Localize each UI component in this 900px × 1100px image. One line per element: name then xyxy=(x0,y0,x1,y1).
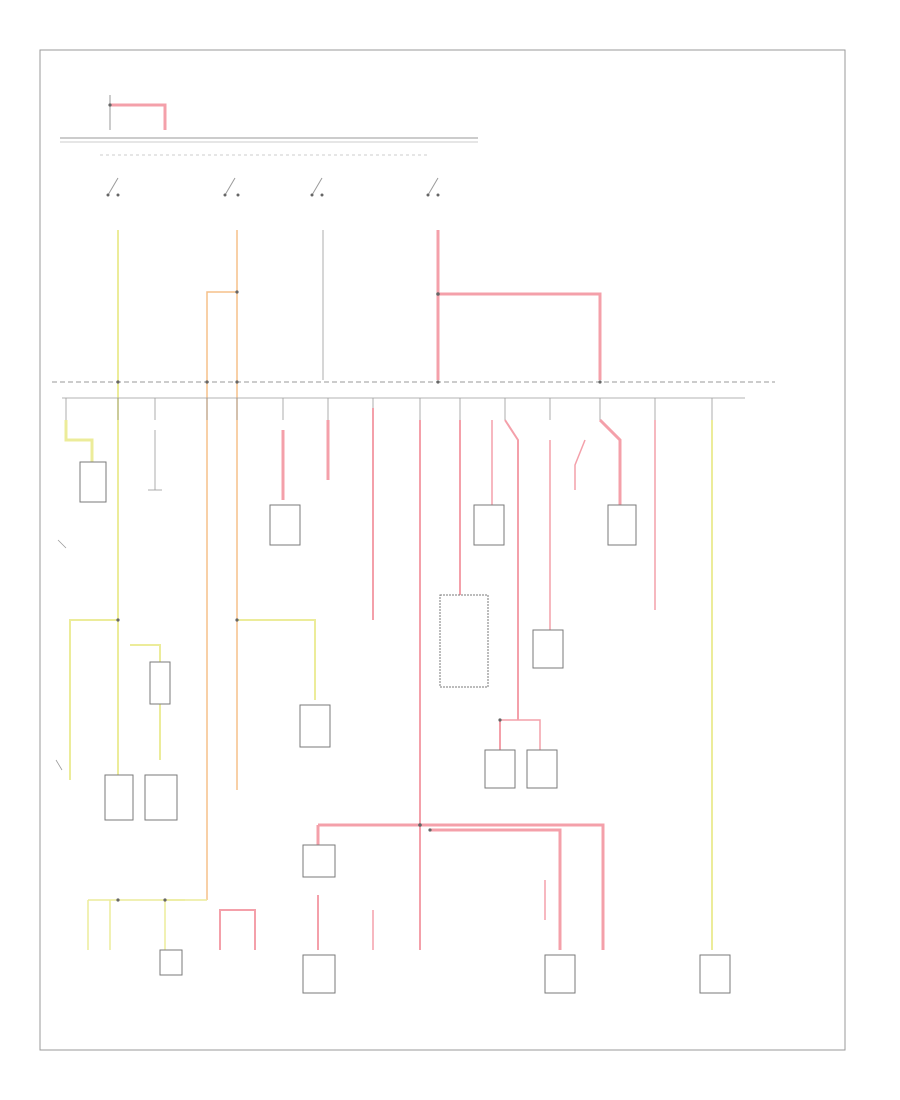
component-box-10 xyxy=(526,749,558,789)
switch-contact-1 xyxy=(106,177,120,197)
component-box-5 xyxy=(439,594,489,688)
component-box-14 xyxy=(159,949,183,976)
component-box-4 xyxy=(607,504,637,546)
component-box-12 xyxy=(144,774,178,821)
switch-contact-4 xyxy=(426,177,440,197)
component-box-9 xyxy=(484,749,516,789)
component-box-7 xyxy=(149,661,171,705)
ignition-switch-group xyxy=(60,95,478,156)
component-box-16 xyxy=(544,954,576,994)
pink-circuits xyxy=(219,408,656,950)
yellow-circuits xyxy=(64,420,713,950)
splice-points xyxy=(116,290,602,902)
ignition-feed-wires xyxy=(117,230,602,900)
component-box-2 xyxy=(269,504,301,546)
switch-contact-3 xyxy=(310,177,324,197)
switch-contact-2 xyxy=(223,177,240,197)
component-box-6 xyxy=(532,629,564,669)
component-box-8 xyxy=(299,704,331,748)
component-box-15 xyxy=(302,954,336,994)
ignition-feed-node xyxy=(108,103,112,107)
component-box-13 xyxy=(302,844,336,878)
component-box-17 xyxy=(699,954,731,994)
component-box-1 xyxy=(79,461,107,503)
components xyxy=(79,461,731,994)
component-box-11 xyxy=(104,774,134,821)
switch-contacts xyxy=(106,177,440,197)
ground-symbols xyxy=(55,430,162,771)
fuse-drops xyxy=(65,398,713,420)
diagram-frame xyxy=(39,49,846,1051)
component-box-3 xyxy=(473,504,505,546)
